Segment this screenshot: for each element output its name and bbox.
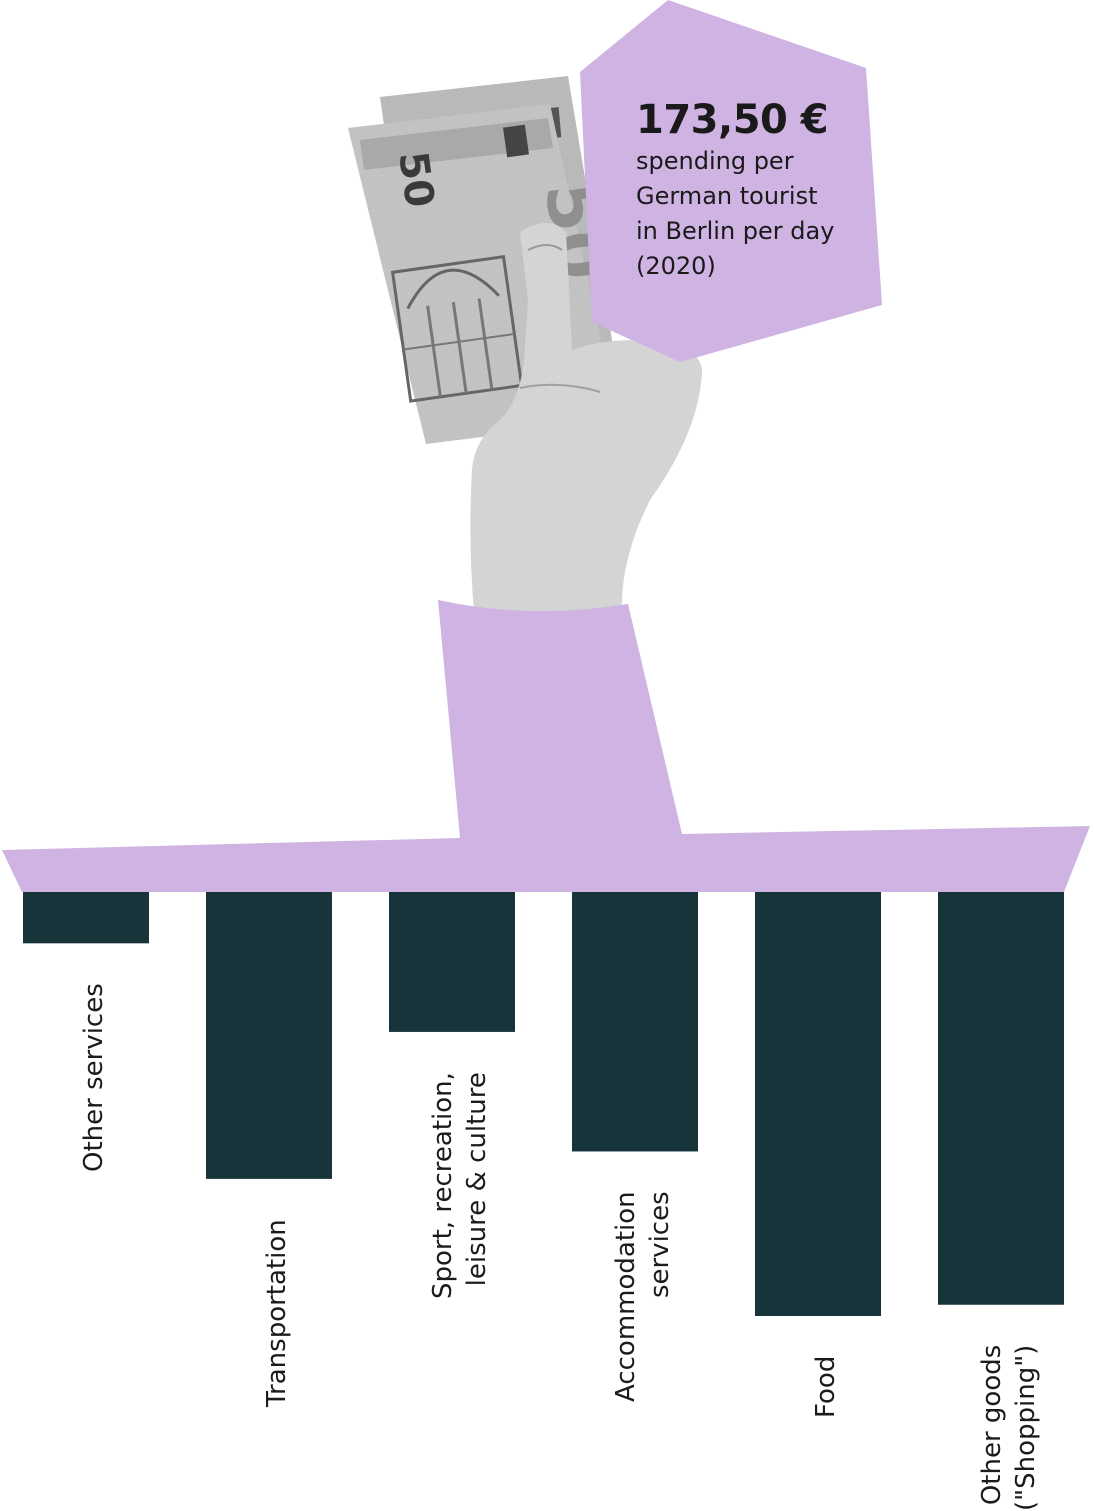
bar-0: [23, 892, 149, 944]
headline-caption: spending per German tourist in Berlin pe…: [636, 144, 876, 284]
category-label-line: services: [645, 1191, 675, 1299]
category-label: Other goods("Shopping"): [975, 1344, 1043, 1510]
hand-holding-euro-banknotes-icon: 50 50: [2, 76, 1090, 892]
bar-3: [572, 892, 698, 1152]
hand: [470, 223, 702, 612]
category-label-line: Food: [811, 1355, 841, 1418]
category-label: Transportation: [260, 1219, 294, 1407]
bar-4: [755, 892, 881, 1316]
category-label-line: Other goods: [977, 1344, 1007, 1505]
headline: 173,50 € spending per German tourist in …: [636, 96, 876, 284]
category-label-line: leisure & culture: [462, 1072, 492, 1287]
bar-2: [389, 892, 515, 1032]
bar-5: [938, 892, 1064, 1305]
category-label: Food: [809, 1356, 843, 1418]
category-label-line: Sport, recreation,: [428, 1072, 458, 1299]
category-label-line: ("Shopping"): [1011, 1344, 1041, 1511]
headline-caption-line: (2020): [636, 252, 716, 280]
category-label-line: Transportation: [262, 1219, 292, 1407]
headline-value: 173,50 €: [636, 97, 829, 143]
category-label-line: Accommodation: [611, 1191, 641, 1403]
callout-bubble: [580, 0, 882, 362]
headline-caption-line: German tourist: [636, 182, 818, 210]
sleeve-rail: [2, 600, 1090, 892]
headline-caption-line: in Berlin per day: [636, 217, 835, 245]
svg-text:50: 50: [389, 149, 442, 211]
category-label: Sport, recreation,leisure & culture: [426, 1072, 494, 1299]
category-label-line: Other services: [79, 983, 109, 1173]
bar-1: [206, 892, 332, 1179]
headline-caption-line: spending per: [636, 147, 794, 175]
category-label: Other services: [77, 984, 111, 1173]
bars-group: [23, 892, 1064, 1316]
